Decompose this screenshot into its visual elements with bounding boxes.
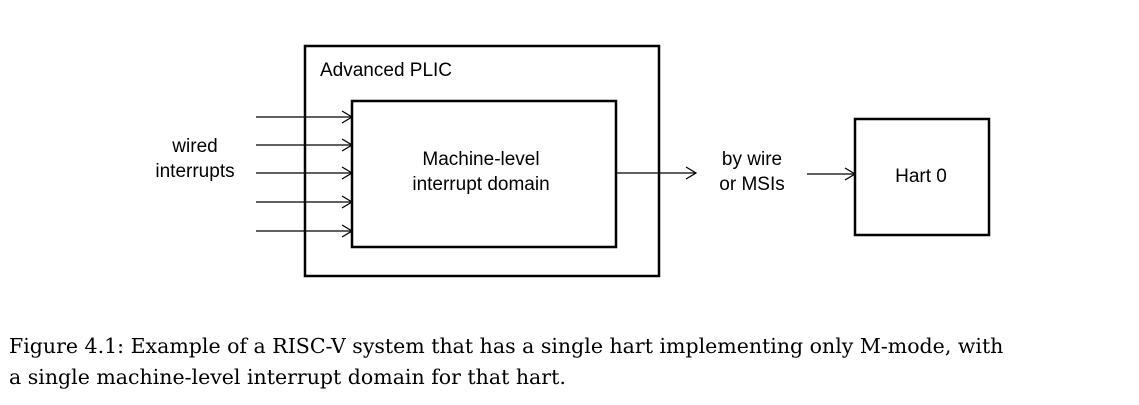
by-wire-or-msis-label-line2: or MSIs	[719, 174, 784, 195]
by-wire-or-msis-label-line1: by wire	[722, 149, 782, 170]
hart-0-box	[853, 117, 991, 237]
machine-level-domain-label-line2: interrupt domain	[412, 174, 549, 195]
figure-caption-line1: Figure 4.1: Example of a RISC-V system t…	[9, 334, 1004, 358]
figure-caption-line2: a single machine-level interrupt domain …	[9, 365, 566, 389]
machine-level-domain-label-line1: Machine-level	[422, 149, 539, 170]
advanced-plic-box	[303, 44, 661, 278]
wired-interrupts-label-line2: interrupts	[155, 161, 234, 182]
wired-interrupts-label-line1: wired	[171, 136, 217, 157]
hart-0-label: Hart 0	[895, 166, 947, 187]
advanced-plic-label: Advanced PLIC	[320, 60, 452, 81]
interrupt-domain-diagram: Advanced PLIC Machine-level interrupt do…	[155, 44, 991, 278]
figure-caption: Figure 4.1: Example of a RISC-V system t…	[9, 331, 1134, 393]
